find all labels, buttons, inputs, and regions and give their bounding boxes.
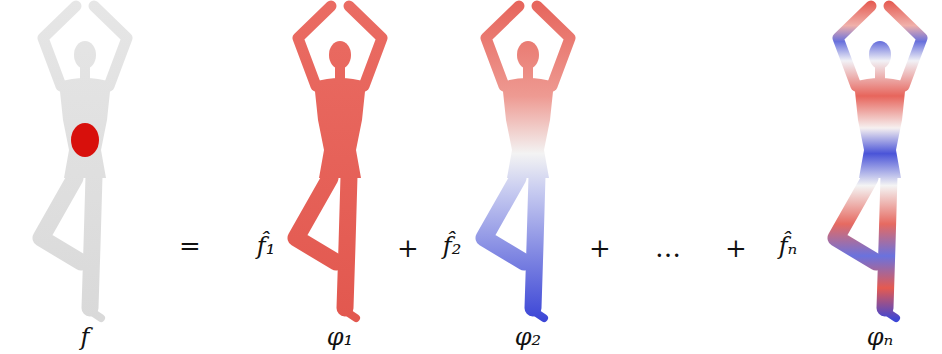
operator-sign: +: [397, 235, 419, 261]
mesh-figure: [296, 6, 382, 318]
coefficient-label: f̂ₙ: [779, 234, 798, 258]
operator-sign: =: [179, 233, 201, 259]
mesh-figure: [484, 6, 570, 318]
mesh-figure: [836, 6, 922, 318]
function-label: f: [81, 325, 90, 349]
operator-sign: +: [589, 235, 611, 261]
operator-sign: +: [725, 235, 747, 261]
coefficient-label: f̂₂: [443, 234, 462, 258]
basis-label: φ₂: [515, 325, 541, 349]
basis-label: φ₁: [327, 325, 353, 349]
coefficient-label: f̂₁: [257, 234, 276, 258]
basis-label: φₙ: [867, 325, 894, 349]
ellipsis: …: [655, 235, 681, 261]
mesh-figure: [41, 6, 127, 318]
